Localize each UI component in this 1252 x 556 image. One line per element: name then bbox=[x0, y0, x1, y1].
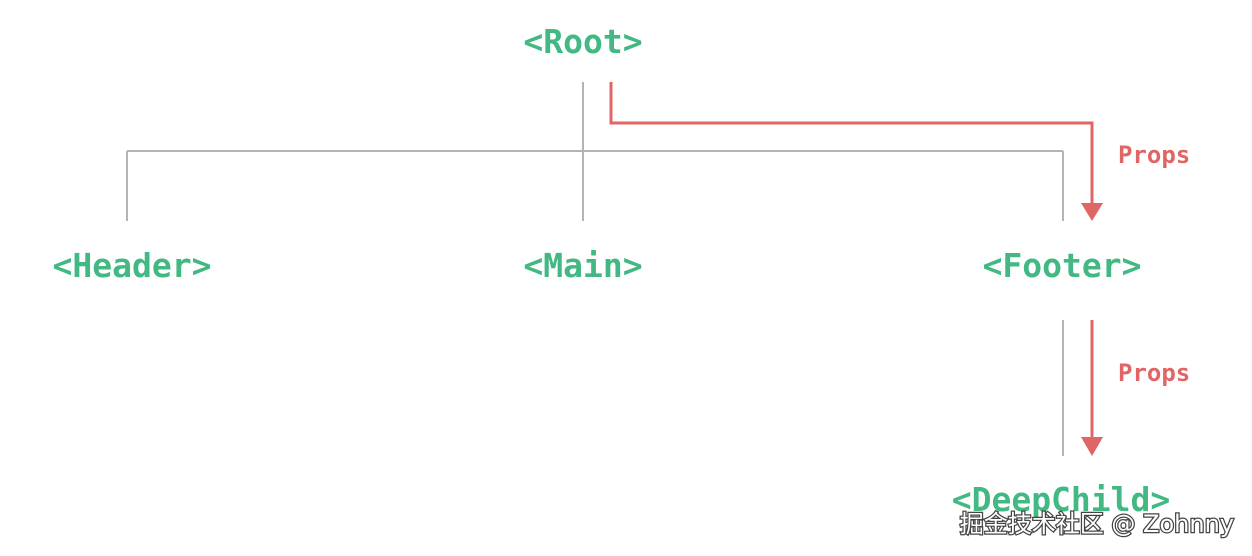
props-arrowhead-deepchild bbox=[1081, 437, 1103, 456]
props-arrow-root-to-footer bbox=[609, 82, 1094, 204]
node-deep-child: <DeepChild> bbox=[952, 480, 1171, 519]
node-header: <Header> bbox=[53, 246, 212, 285]
component-nodes: <Root> <Header> <Main> <Footer> <DeepChi… bbox=[53, 22, 1171, 519]
props-label-footer-to-deepchild: Props bbox=[1118, 359, 1190, 387]
props-flow bbox=[609, 82, 1103, 456]
tree-connectors bbox=[126, 82, 1064, 456]
props-arrowhead-footer bbox=[1081, 203, 1103, 221]
node-root: <Root> bbox=[523, 22, 642, 61]
node-main: <Main> bbox=[523, 246, 642, 285]
watermark-text: 掘金技术社区 @ Zohnny bbox=[960, 510, 1234, 538]
props-label-root-to-footer: Props bbox=[1118, 141, 1190, 169]
edge-labels: Props Props bbox=[1118, 141, 1190, 387]
node-footer: <Footer> bbox=[983, 246, 1142, 285]
